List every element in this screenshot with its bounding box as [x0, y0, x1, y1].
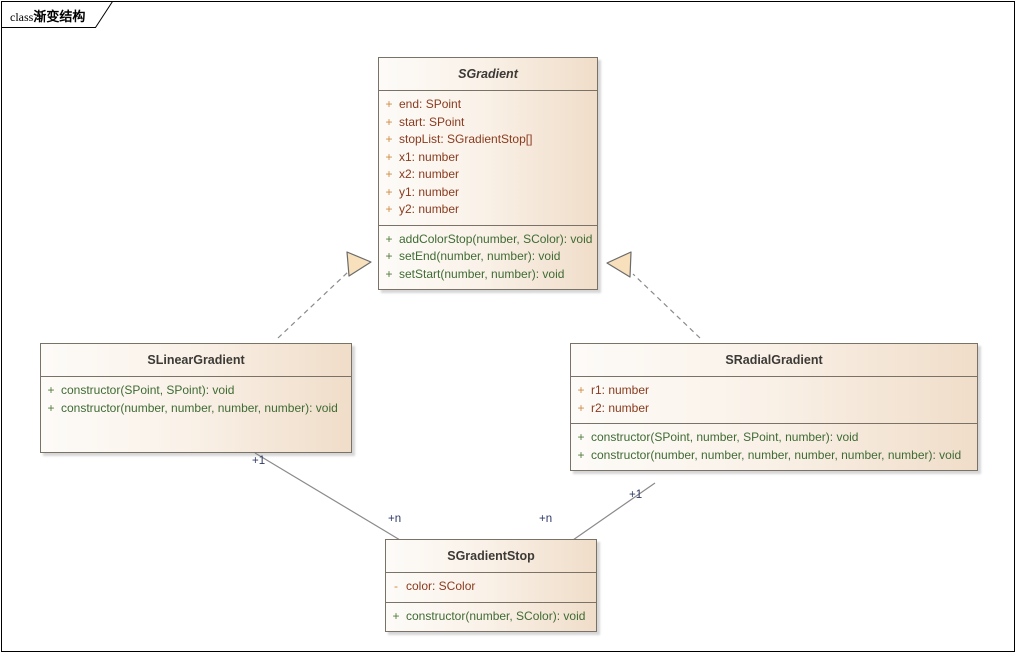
attribute-row: + r1: number [571, 382, 977, 400]
attributes-compartment-sgradient: + end: SPoint + start: SPoint + stopList… [379, 91, 597, 226]
visibility-marker: + [385, 132, 393, 146]
class-title-sgradientstop: SGradientStop [386, 540, 596, 573]
multiplicity-radial-many: +n [539, 513, 553, 525]
methods-compartment-slineargradient: + constructor(SPoint, SPoint): void + co… [41, 377, 351, 423]
class-box-slineargradient[interactable]: SLinearGradient + constructor(SPoint, SP… [40, 343, 352, 453]
attribute-label: r1: number [591, 383, 650, 397]
attribute-row: + x2: number [379, 166, 597, 184]
visibility-marker: - [394, 579, 398, 593]
method-label: addColorStop(number, SColor): void [399, 231, 593, 246]
visibility-marker: + [577, 430, 585, 444]
attribute-row: - color: SColor [386, 578, 596, 596]
attribute-label: end: SPoint [399, 97, 462, 111]
visibility-marker: + [385, 149, 393, 164]
method-label: constructor(SPoint, number, SPoint, numb… [591, 430, 859, 444]
visibility-marker: + [47, 383, 55, 397]
class-title-sradialgradient: SRadialGradient [571, 344, 977, 377]
diagram-title-name: 渐变结构 [33, 9, 86, 24]
diagram-title-tab[interactable]: class渐变结构 [1, 1, 113, 28]
attribute-row: + x1: number [379, 149, 597, 167]
visibility-marker: + [385, 114, 393, 129]
method-label: constructor(number, SColor): void [406, 608, 586, 623]
method-row: + constructor(SPoint, SPoint): void [41, 382, 351, 400]
method-row: + addColorStop(number, SColor): void [379, 231, 597, 249]
attribute-row: + end: SPoint [379, 96, 597, 114]
attribute-label: start: SPoint [399, 114, 465, 129]
method-row: + setEnd(number, number): void [379, 248, 597, 266]
class-box-sradialgradient[interactable]: SRadialGradient + r1: number + r2: numbe… [570, 343, 978, 471]
attribute-label: x1: number [399, 149, 460, 164]
class-box-sgradientstop[interactable]: SGradientStop - color: SColor + construc… [385, 539, 597, 632]
visibility-marker: + [385, 249, 393, 263]
method-row: + constructor(number, number, number, nu… [41, 400, 351, 418]
diagram-title-keyword: class [10, 10, 34, 24]
attributes-compartment-sradialgradient: + r1: number + r2: number [571, 377, 977, 424]
attribute-row: + start: SPoint [379, 114, 597, 132]
attribute-label: r2: number [591, 400, 650, 415]
visibility-marker: + [385, 202, 393, 216]
visibility-marker: + [392, 608, 400, 623]
methods-compartment-sgradient: + addColorStop(number, SColor): void + s… [379, 226, 597, 290]
method-label: constructor(number, number, number, numb… [591, 447, 962, 462]
methods-compartment-sradialgradient: + constructor(SPoint, number, SPoint, nu… [571, 424, 977, 470]
visibility-marker: + [47, 400, 55, 415]
method-row: + constructor(SPoint, number, SPoint, nu… [571, 429, 977, 447]
class-title-sgradient: SGradient [379, 58, 597, 91]
attribute-label: y2: number [399, 202, 460, 216]
title-tab-shape-icon [1, 1, 113, 28]
visibility-marker: + [577, 383, 585, 397]
method-label: setEnd(number, number): void [399, 249, 561, 263]
attribute-label: x2: number [399, 167, 460, 181]
method-label: constructor(SPoint, SPoint): void [61, 383, 235, 397]
multiplicity-linear-many: +n [388, 513, 402, 525]
method-row: + constructor(number, number, number, nu… [571, 447, 977, 465]
multiplicity-linear-one: +1 [252, 455, 266, 467]
visibility-marker: + [385, 231, 393, 246]
visibility-marker: + [385, 184, 393, 199]
attribute-label: color: SColor [406, 579, 476, 593]
visibility-marker: + [577, 400, 585, 415]
class-title-slineargradient: SLinearGradient [41, 344, 351, 377]
attributes-compartment-sgradientstop: - color: SColor [386, 573, 596, 603]
method-row: + constructor(number, SColor): void [386, 608, 596, 626]
method-label: constructor(number, number, number, numb… [61, 400, 338, 415]
visibility-marker: + [385, 97, 393, 111]
attribute-label: stopList: SGradientStop[] [399, 132, 533, 146]
attribute-row: + stopList: SGradientStop[] [379, 131, 597, 149]
methods-compartment-sgradientstop: + constructor(number, SColor): void [386, 603, 596, 632]
attribute-row: + y2: number [379, 201, 597, 219]
method-row: + setStart(number, number): void [379, 266, 597, 284]
multiplicity-radial-one: +1 [629, 489, 643, 501]
attribute-label: y1: number [399, 184, 460, 199]
diagram-title-label: class渐变结构 [10, 6, 85, 25]
attribute-row: + y1: number [379, 184, 597, 202]
class-box-sgradient[interactable]: SGradient + end: SPoint + start: SPoint … [378, 57, 598, 290]
attribute-row: + r2: number [571, 400, 977, 418]
visibility-marker: + [577, 447, 585, 462]
visibility-marker: + [385, 266, 393, 281]
visibility-marker: + [385, 167, 393, 181]
method-label: setStart(number, number): void [399, 266, 565, 281]
